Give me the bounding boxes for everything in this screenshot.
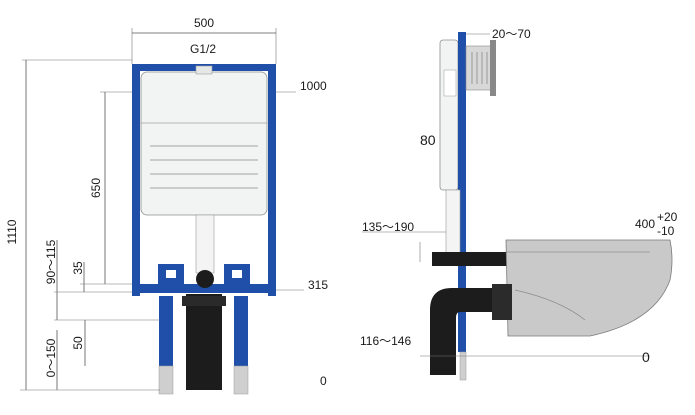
foot-label: 50 — [71, 336, 85, 350]
side-cistern — [439, 39, 459, 191]
bowl-contour — [514, 289, 586, 321]
button-plate — [490, 40, 496, 96]
depth-range-label: 20～70 — [492, 27, 531, 41]
frame-left-post — [132, 64, 140, 296]
total-height-label: 1110 — [5, 219, 19, 244]
flush-button — [465, 45, 493, 91]
front-view: 500 G1/2 1000 1110 — [5, 16, 328, 395]
side-valve — [443, 69, 457, 97]
bracket-hole-right — [232, 270, 242, 278]
foot-left-blue — [159, 296, 173, 366]
cistern-ribs — [150, 145, 258, 189]
pipe-range-label: 135～190 — [362, 220, 414, 234]
foot-range-label: 0～150 — [44, 338, 58, 377]
front-floor-label: 0 — [320, 374, 327, 388]
foot-left-metal — [158, 365, 174, 395]
side-floor-label: 0 — [642, 349, 650, 365]
bowl-tol-minus: -10 — [657, 224, 675, 238]
side-connector-pipe — [432, 252, 512, 266]
frame-bottom-bar — [132, 284, 276, 293]
foot-right-metal — [233, 365, 249, 395]
drain-pipe — [186, 294, 222, 390]
flush-outlet — [196, 270, 214, 288]
cistern-body — [140, 71, 268, 216]
drain-collar — [182, 296, 226, 306]
width-label: 500 — [194, 16, 214, 30]
flush-pipe — [195, 214, 215, 274]
bracket-hole-left — [166, 270, 176, 278]
bowl-height-label: 400 — [635, 217, 655, 231]
cistern-height-label: 650 — [89, 178, 103, 198]
outlet-height-label: 315 — [308, 278, 328, 292]
top-height-label: 1000 — [300, 79, 327, 93]
bracket-offset-label: 35 — [71, 261, 85, 275]
side-flush-pipe — [445, 189, 461, 261]
drain-elbow — [430, 288, 512, 375]
side-frame-post — [458, 32, 466, 352]
outlet-range-label: 116～146 — [360, 334, 411, 348]
side-view: 20～70 80 135～190 400 +20 -10 11 — [360, 27, 678, 381]
flush-button-grille — [471, 52, 488, 84]
inlet-label: G1/2 — [190, 42, 216, 56]
bracket-range-label: 90～115 — [44, 239, 58, 284]
frame-right-post — [268, 64, 276, 296]
button-height-label: 80 — [420, 132, 436, 148]
foot-right-blue — [234, 296, 248, 366]
bowl-tol-plus: +20 — [657, 210, 678, 224]
side-foot — [459, 351, 467, 381]
inlet-fitting — [195, 65, 213, 75]
drain-coupling — [492, 284, 512, 320]
toilet-bowl — [505, 239, 673, 337]
